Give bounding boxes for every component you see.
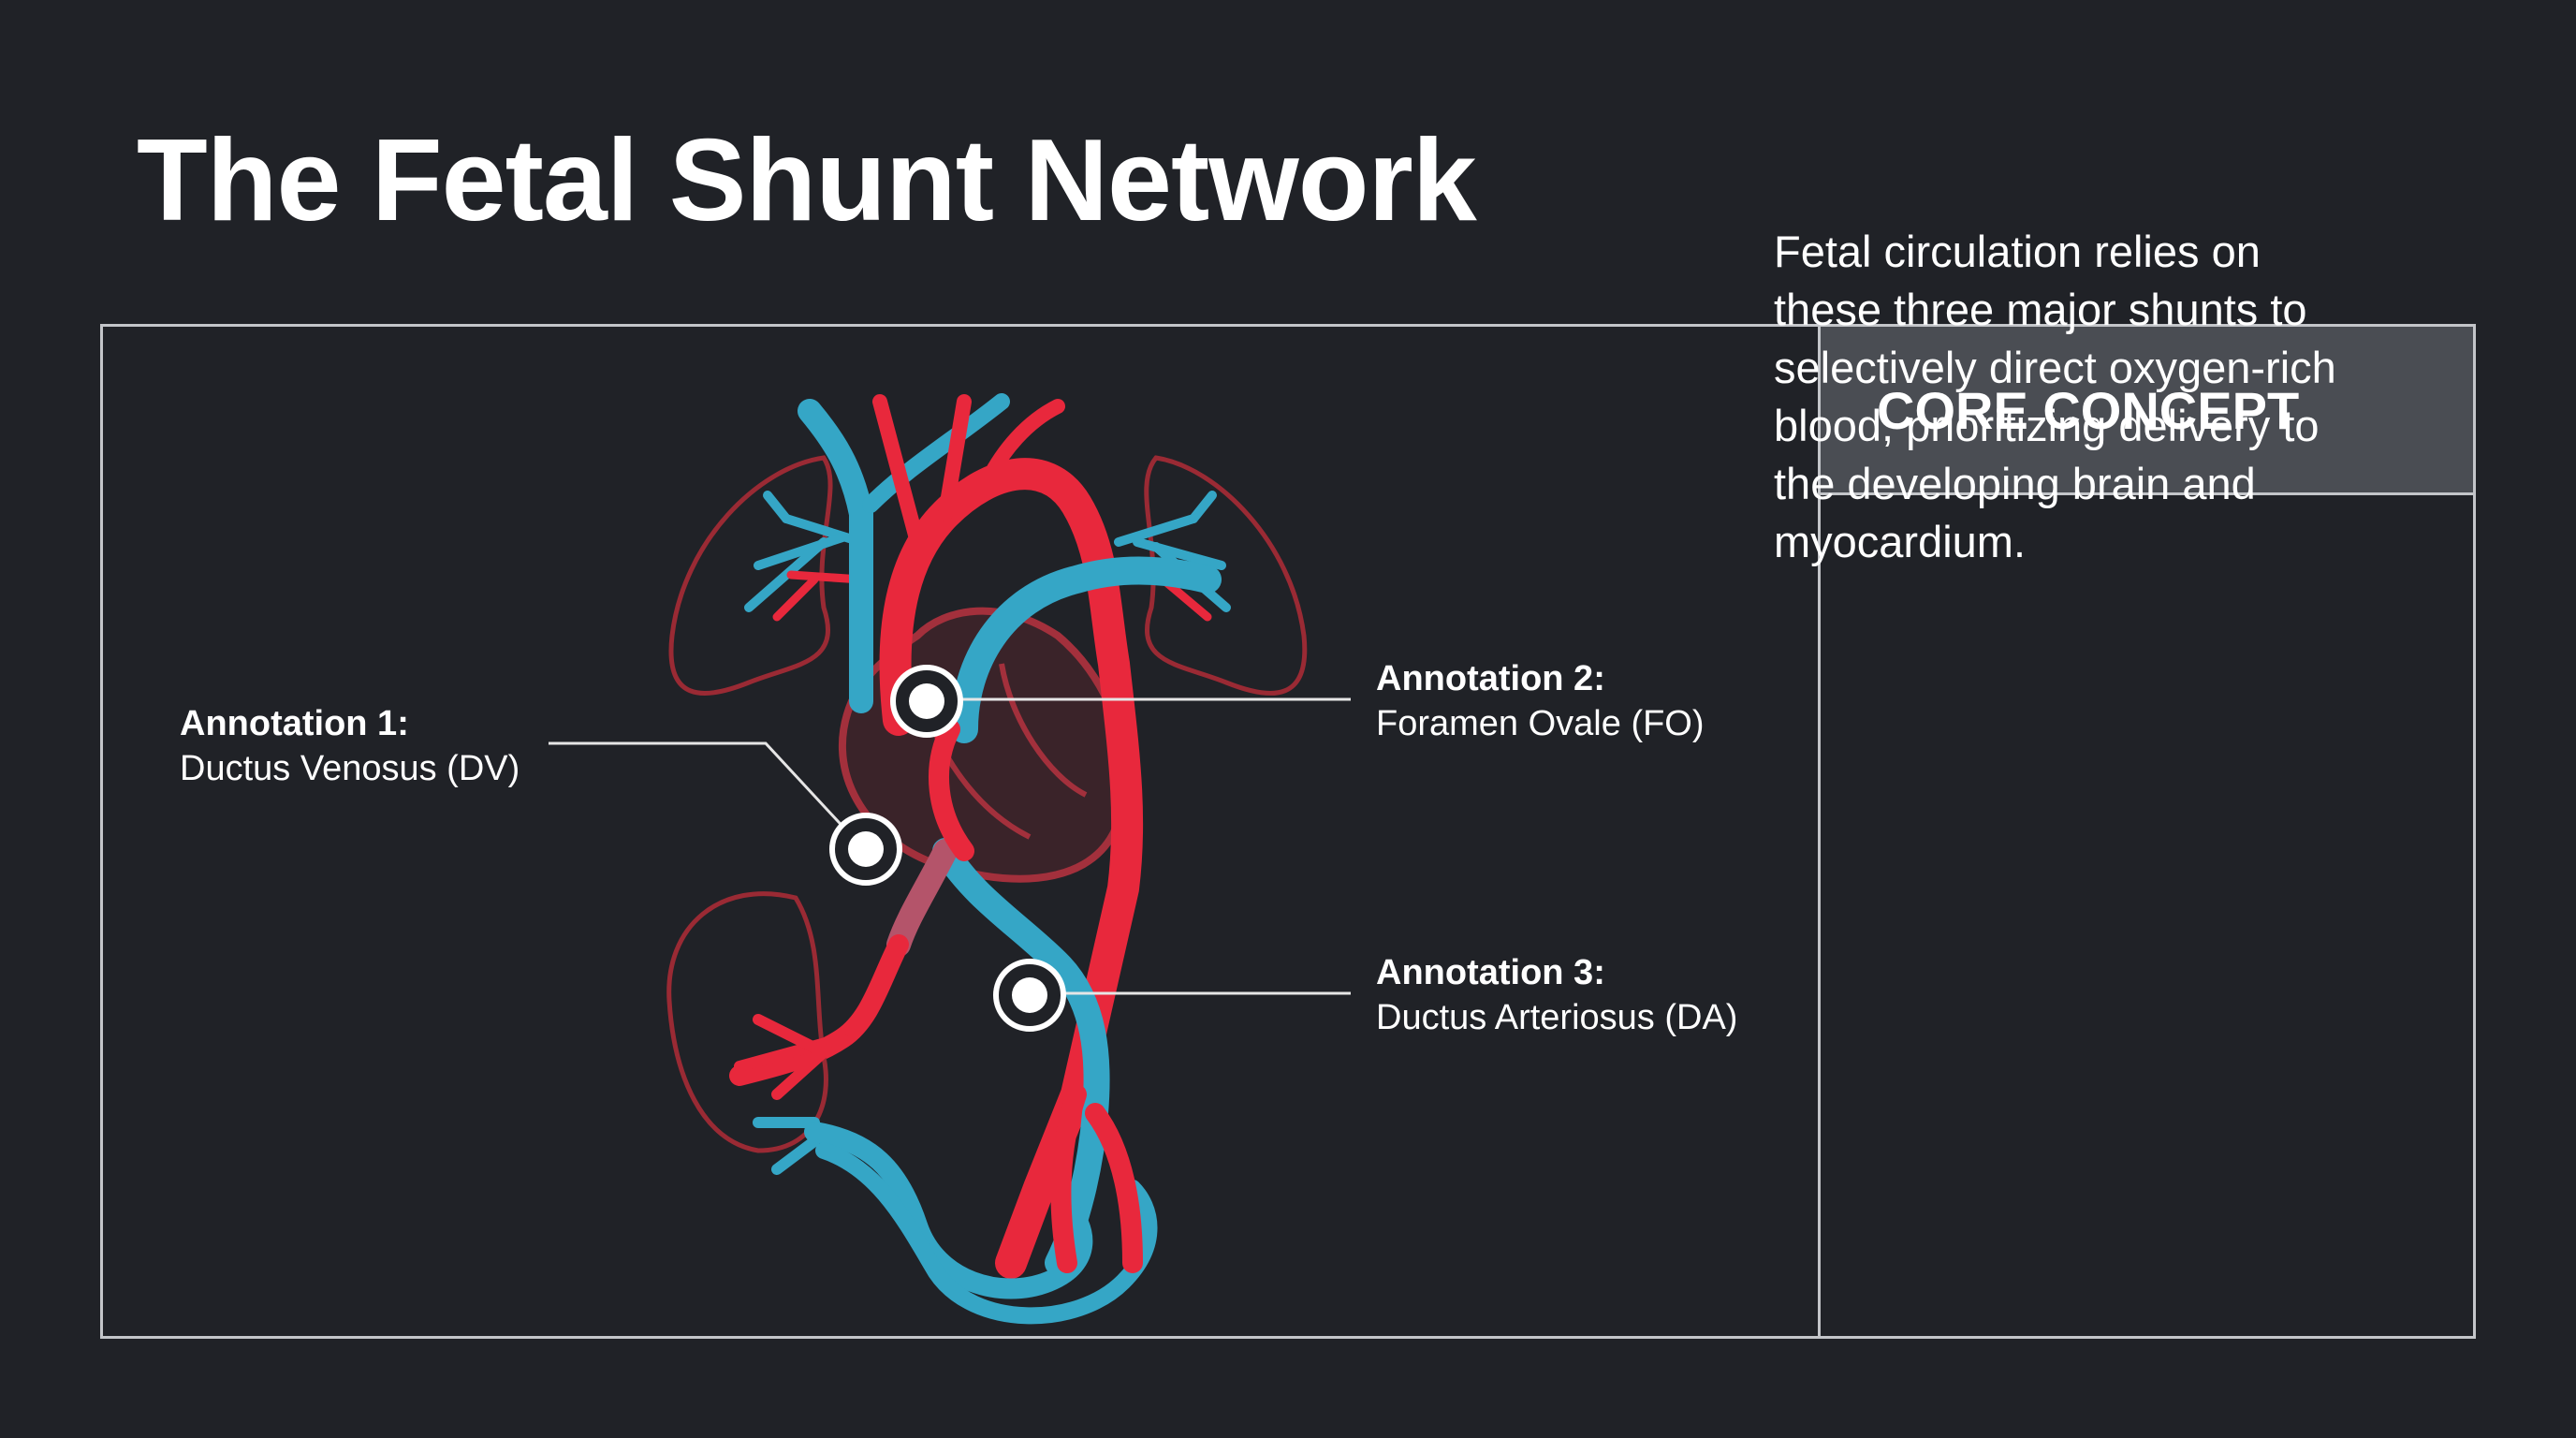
inferior-vena-cava: [932, 838, 1110, 1276]
panel-divider: [1818, 327, 1821, 1336]
core-concept-heading: CORE CONCEPT: [1877, 381, 2300, 440]
superior-vena-cava: [798, 399, 873, 713]
svc-branch: [862, 393, 1010, 513]
page-title: The Fetal Shunt Network: [137, 116, 1477, 245]
placenta-outline: [666, 891, 828, 1153]
annotation-1-name: Ductus Venosus (DV): [180, 749, 520, 788]
annotation-3-label: Annotation 3:: [1376, 953, 1605, 992]
core-concept-header: CORE CONCEPT: [1821, 327, 2473, 495]
annotation-3-marker: [993, 959, 1066, 1032]
aortic-branch-1: [872, 394, 925, 550]
annotation-3: Annotation 3: Ductus Arteriosus (DA): [1376, 950, 1737, 1040]
aortic-arch: [879, 458, 1144, 1279]
annotation-1-leader: [549, 741, 863, 848]
aortic-branch-3: [975, 399, 1065, 498]
umbilical-artery-loop: [804, 1122, 1093, 1299]
core-concept-body: Fetal circulation relies on these three …: [1774, 227, 2336, 566]
annotation-1: Annotation 1: Ductus Venosus (DV): [180, 701, 520, 791]
ductus-venosus-path: [886, 839, 958, 957]
left-lung-arteries: [772, 570, 866, 622]
annotation-1-marker: [829, 813, 902, 886]
umbilical-artery-lower: [815, 1142, 1158, 1325]
fetal-circulation-illustration: [549, 393, 1351, 1325]
annotation-2-marker: [890, 665, 963, 738]
ductus-venosus-link: [929, 719, 974, 861]
annotation-3-name: Ductus Arteriosus (DA): [1376, 998, 1738, 1037]
content-frame: Annotation 1: Ductus Venosus (DV) Annota…: [100, 324, 2476, 1339]
annotation-2-label: Annotation 2:: [1376, 659, 1605, 698]
left-lung-outline: [668, 455, 833, 696]
aortic-branch-2: [938, 394, 972, 521]
placenta-veins: [753, 1117, 820, 1175]
annotation-2: Annotation 2: Foramen Ovale (FO): [1376, 656, 1705, 746]
placenta-arteries: [734, 1014, 848, 1100]
annotation-2-name: Foramen Ovale (FO): [1376, 704, 1705, 743]
annotation-1-label: Annotation 1:: [180, 704, 409, 743]
heart-chamber-2: [999, 663, 1088, 798]
descending-aorta-left: [1050, 1084, 1087, 1273]
circulation-diagram: Annotation 1: Ductus Venosus (DV) Annota…: [103, 327, 1819, 1336]
descending-aorta-right: [1085, 1103, 1143, 1273]
right-lung-outline: [1144, 455, 1308, 696]
left-lung-vessels: [744, 491, 866, 612]
pulmonary-trunk: [950, 556, 1222, 743]
